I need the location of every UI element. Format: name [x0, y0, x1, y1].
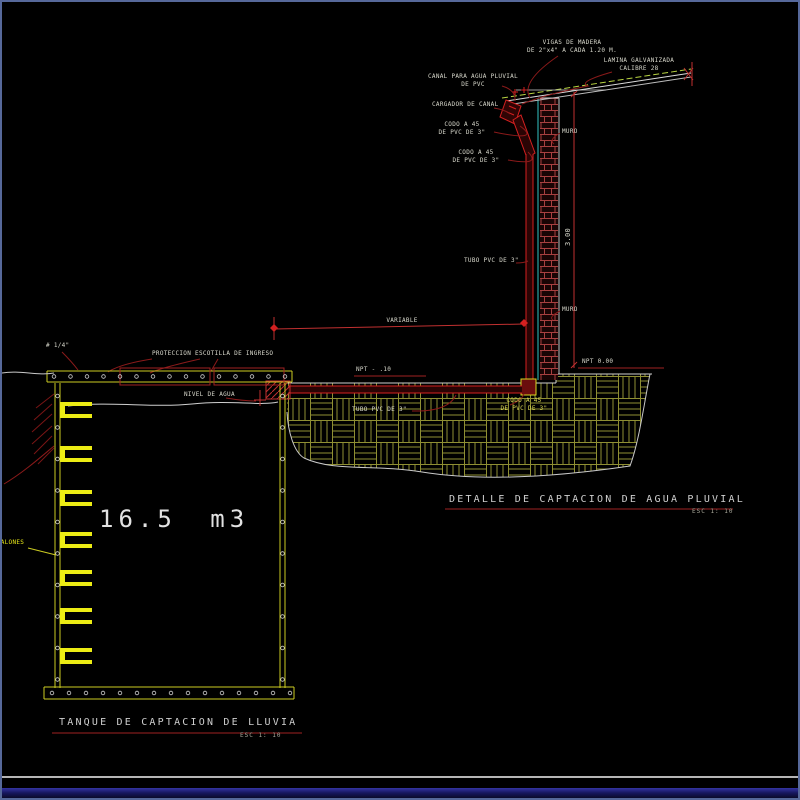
leader-lines	[61, 55, 613, 412]
label-npt-minus: NPT - .10	[356, 366, 392, 373]
label-volumen: 16.5 m3	[99, 505, 250, 533]
label-tubo-vertical: TUBO PVC DE 3"	[464, 257, 519, 264]
label-tubo-horizontal: TUBO PVC DE 3"	[352, 406, 407, 413]
ground-left	[2, 371, 57, 556]
label-dim-300: 3.00	[564, 227, 572, 246]
ground-section	[286, 367, 664, 478]
label-nivel: NIVEL DE AGUA	[184, 391, 235, 398]
detail-scale: ESC 1: 10	[692, 508, 734, 515]
tank	[43, 367, 295, 700]
sheet-edge-line	[2, 776, 798, 778]
title-underlines	[52, 508, 733, 734]
dimension-lines	[270, 90, 578, 369]
tank-title: TANQUE DE CAPTACION DE LLUVIA	[59, 717, 298, 728]
ladder-rungs	[60, 402, 92, 664]
label-cargador: CARGADOR DE CANAL	[432, 101, 499, 108]
level-marker-icon	[254, 390, 266, 406]
label-rebar: # 1/4"	[46, 342, 70, 349]
gutter-and-downpipe	[265, 87, 537, 400]
wall	[537, 97, 560, 380]
roof	[501, 62, 694, 106]
label-variable: VARIABLE	[386, 317, 418, 324]
label-muro-top: MURO	[562, 128, 578, 135]
label-muro-bottom: MURO	[562, 306, 578, 313]
label-proteccion: PROTECCION ESCOTILLA DE INGRESO	[152, 350, 274, 357]
label-escalones: ESCALONES	[0, 539, 25, 546]
tank-scale: ESC 1: 10	[240, 732, 282, 739]
detail-title: DETALLE DE CAPTACION DE AGUA PLUVIAL	[449, 494, 745, 505]
bottom-navy-band	[2, 788, 798, 798]
label-npt-zero: NPT 0.00	[582, 358, 614, 365]
